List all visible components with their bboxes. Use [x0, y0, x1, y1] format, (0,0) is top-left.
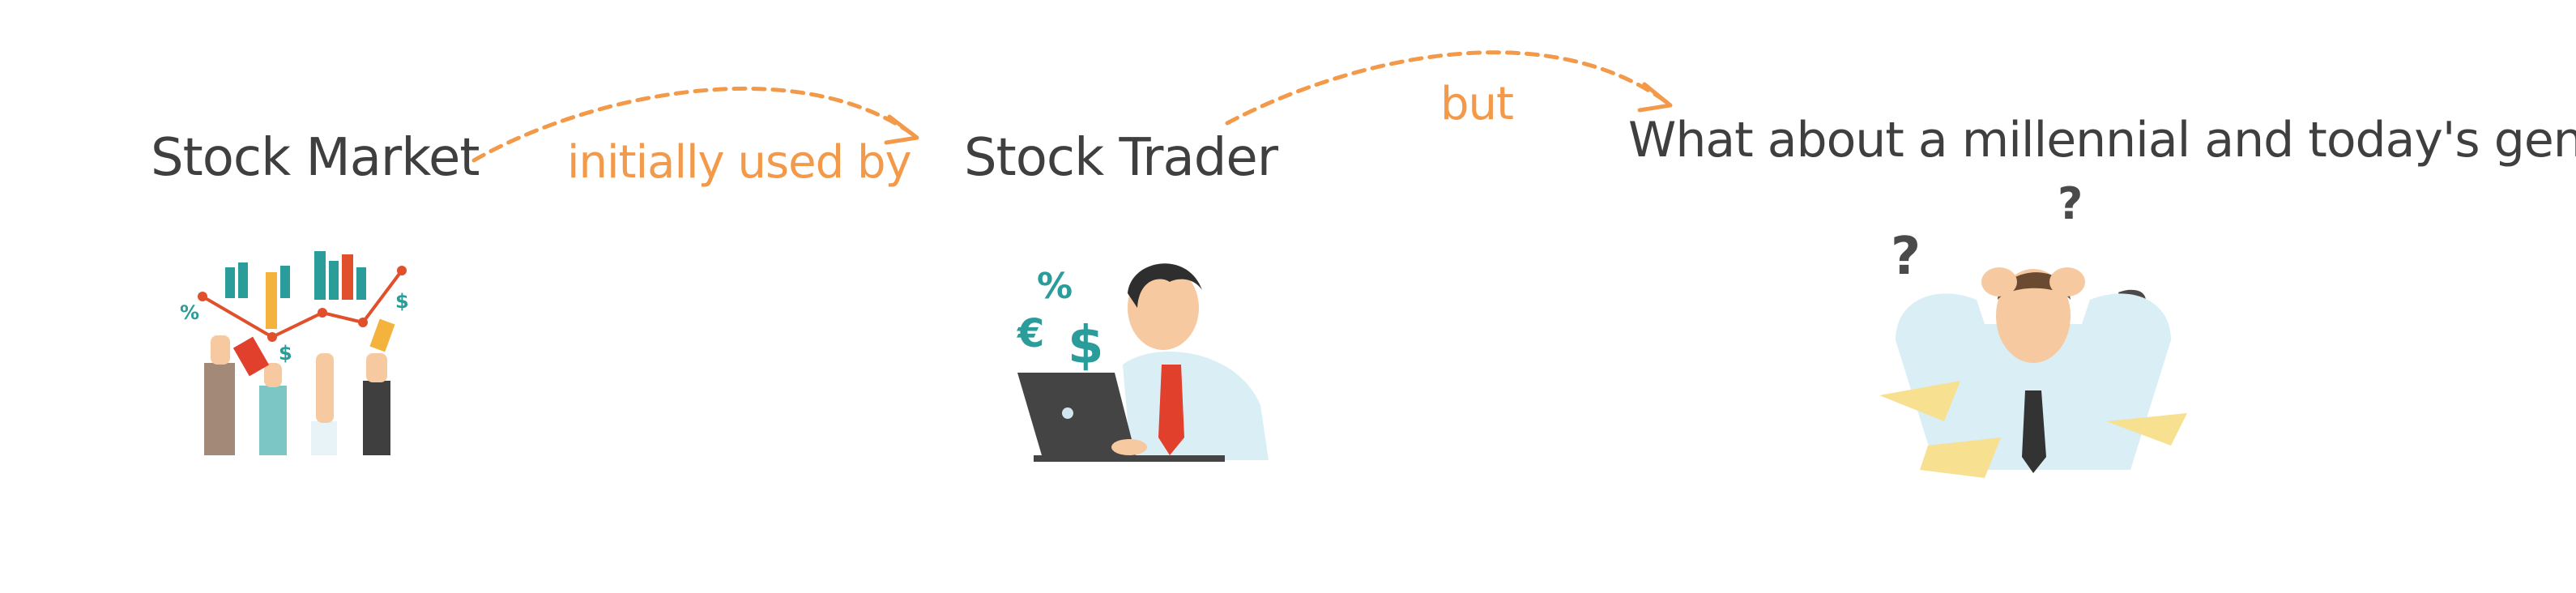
svg-text:?: ? [1891, 227, 1921, 287]
svg-text:%: % [1037, 266, 1073, 307]
arrow-market-to-trader [471, 86, 919, 163]
hands-with-stock-chart-icon: % $ $ [180, 251, 409, 455]
node-stock-trader-label: Stock Trader [964, 128, 1278, 188]
man-at-laptop-icon: % € $ [1017, 263, 1269, 462]
node-stock-market-label: Stock Market [151, 128, 480, 188]
arrow-trader-to-question [1225, 50, 1673, 126]
svg-text:$: $ [1068, 316, 1104, 376]
edge-but-label: but [1440, 78, 1514, 130]
svg-text:$: $ [279, 342, 292, 365]
node-question-label: What about a millennial and today's gen?… [1628, 112, 2576, 169]
svg-text:?: ? [2058, 178, 2083, 229]
svg-text:%: % [180, 301, 199, 324]
confused-man-icon: ? ? ? [1879, 178, 2187, 478]
edge-initially-used-by-label: initially used by [567, 136, 912, 189]
svg-text:$: $ [395, 290, 409, 313]
svg-text:€: € [1017, 311, 1044, 356]
